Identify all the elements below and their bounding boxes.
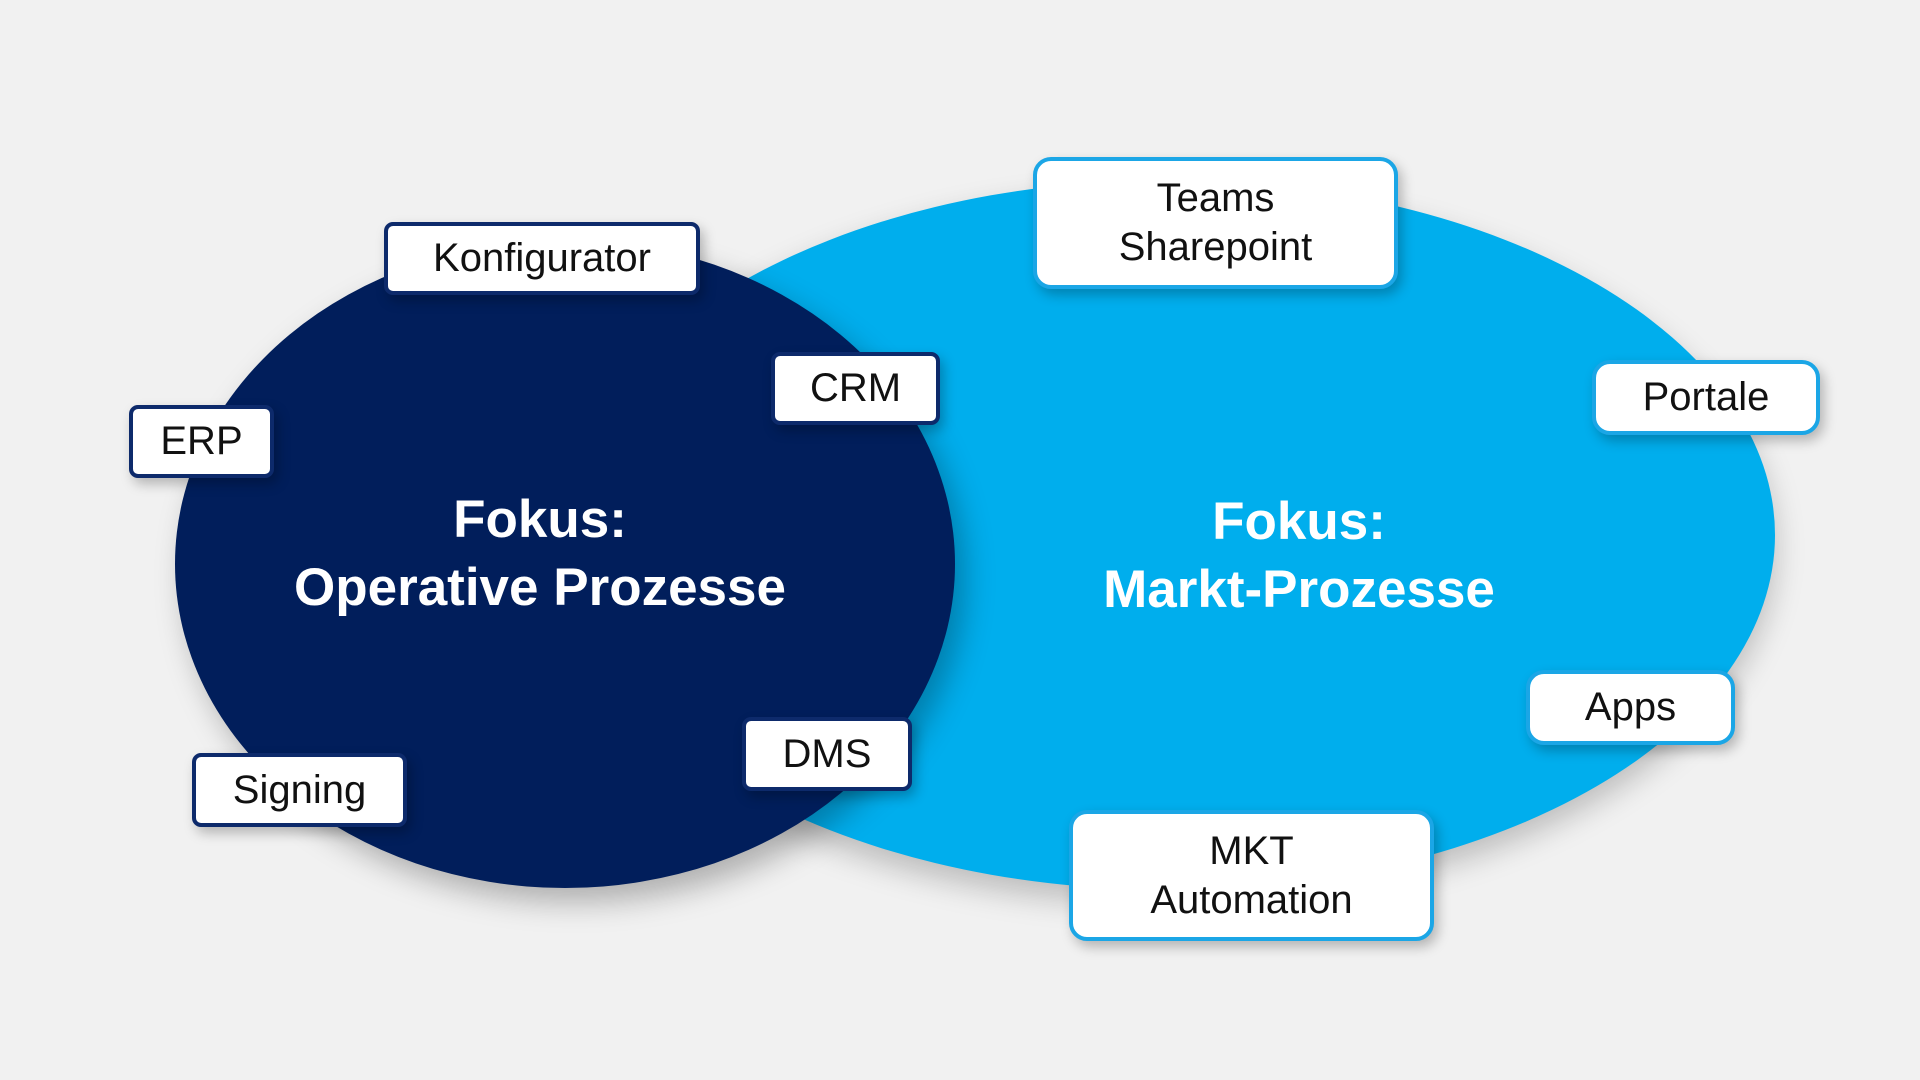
- operative-focus-line1: Fokus:: [453, 490, 627, 549]
- tag-crm: CRM: [771, 352, 940, 425]
- tag-teams-label: Teams: [1156, 176, 1275, 220]
- tag-signing-label: Signing: [232, 767, 367, 812]
- tag-portale-label: Portale: [1642, 375, 1770, 419]
- tag-erp: ERP: [129, 405, 274, 478]
- tag-teams-sharepoint: Teams Sharepoint: [1033, 157, 1398, 289]
- tag-mkt-label: MKT: [1209, 828, 1294, 873]
- tag-konfigurator: Konfigurator: [384, 222, 700, 295]
- tag-crm-label: CRM: [809, 366, 902, 410]
- tag-sharepoint-label: Sharepoint: [1118, 225, 1313, 269]
- tag-portale: Portale: [1592, 360, 1820, 435]
- tag-automation-label: Automation: [1150, 877, 1353, 922]
- tag-konfigurator-label: Konfigurator: [433, 236, 651, 280]
- tag-apps: Apps: [1526, 670, 1735, 745]
- tag-erp-label: ERP: [160, 419, 243, 463]
- tag-signing: Signing: [192, 753, 407, 827]
- tag-dms: DMS: [742, 717, 912, 791]
- operative-focus-label: Fokus: Operative Prozesse: [180, 486, 900, 622]
- market-focus-line2: Markt-Prozesse: [1103, 560, 1495, 619]
- market-focus-line1: Fokus:: [1212, 492, 1386, 551]
- tag-apps-label: Apps: [1584, 685, 1677, 729]
- operative-focus-line2: Operative Prozesse: [294, 558, 786, 617]
- tag-dms-label: DMS: [782, 731, 872, 776]
- tag-mkt-automation: MKT Automation: [1069, 810, 1434, 941]
- market-focus-label: Fokus: Markt-Prozesse: [999, 488, 1599, 624]
